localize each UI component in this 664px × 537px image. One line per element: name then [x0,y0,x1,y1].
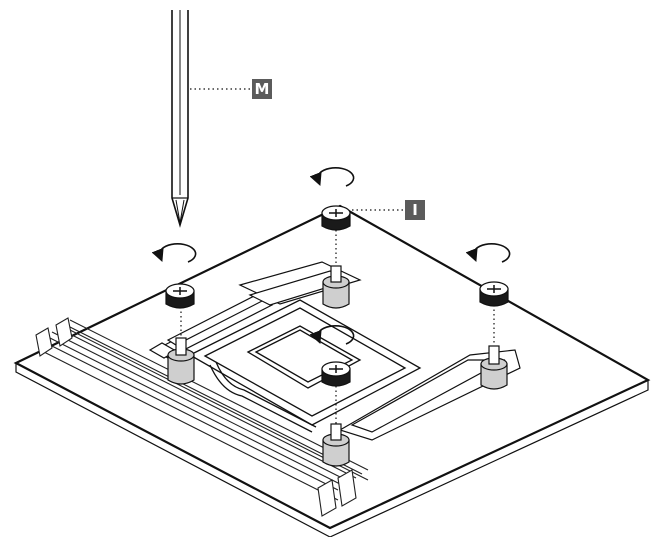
standoff-left [167,337,195,385]
screw-right [479,281,509,307]
screw-left [165,283,195,309]
screwdriver [171,10,189,228]
callout-label-screw: I [405,200,425,220]
screw-top [321,205,351,231]
mounting-bracket-right [338,349,521,441]
callout-label-screwdriver: M [252,79,272,99]
clockwise-arrow-icon [151,167,511,345]
memory-slots [35,317,369,517]
alignment-lines [180,230,495,424]
standoff-top [322,265,350,309]
standoff-right [480,345,508,390]
standoff-bottom [322,423,350,467]
screw-center [321,361,351,387]
callout-leaders [190,88,405,211]
thumb-screws [165,205,509,387]
standoffs [167,265,508,467]
